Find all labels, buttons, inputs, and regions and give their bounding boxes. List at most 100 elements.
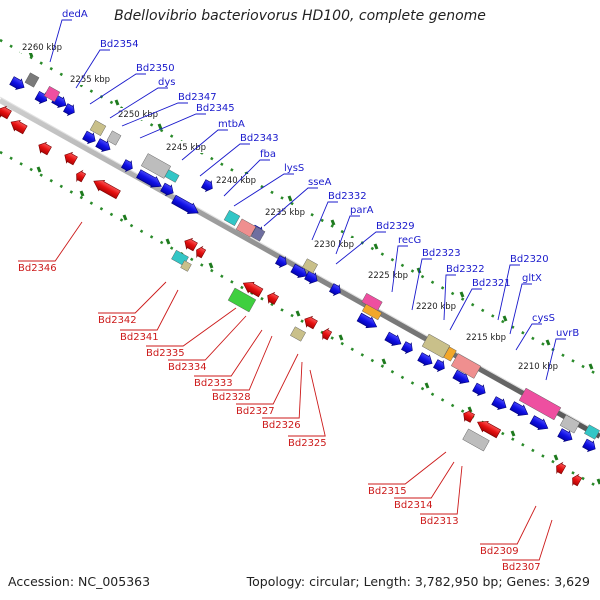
forward-gene-arrow: [557, 428, 573, 443]
forward-gene-arrow: [384, 331, 402, 347]
genome-backbone-highlight: [0, 96, 600, 434]
forward-gene-arrow: [356, 312, 378, 329]
scale-tick: [502, 315, 508, 322]
scale-label: 2240 kbp: [216, 176, 256, 186]
reverse-gene-label: Bd2326: [262, 420, 301, 431]
label-leader-line: [168, 315, 247, 361]
label-leader-line: [311, 201, 338, 241]
scale-tick: [165, 238, 171, 245]
scale-label: 2220 kbp: [416, 302, 456, 312]
domain-box: [227, 287, 257, 313]
label-leader-line: [368, 451, 447, 485]
domain-box: [180, 260, 192, 272]
label-leader-line: [391, 245, 408, 293]
forward-gene-arrow: [95, 138, 111, 153]
forward-gene-label: parA: [350, 205, 374, 216]
forward-gene-label: dys: [158, 77, 175, 88]
label-leader-line: [288, 369, 326, 437]
label-leader-line: [502, 519, 553, 561]
label-leader-line: [443, 274, 456, 321]
label-leader-line: [212, 335, 273, 391]
forward-gene-arrow: [290, 263, 308, 279]
reverse-gene-label: Bd2315: [368, 486, 407, 497]
scale-label: 2230 kbp: [314, 240, 354, 250]
reverse-gene-label: Bd2328: [212, 392, 251, 403]
label-leader-line: [509, 283, 532, 335]
scale-label: 2215 kbp: [466, 333, 506, 343]
label-leader-line: [236, 353, 299, 405]
scale-tick: [381, 358, 387, 365]
accession-text: Accession: NC_005363: [8, 574, 151, 589]
label-leader-line: [199, 143, 250, 177]
forward-gene-arrow: [82, 130, 96, 145]
domain-box: [250, 226, 266, 242]
scale-label: 2260 kbp: [22, 43, 62, 53]
forward-gene-label: dedA: [62, 9, 88, 20]
forward-gene-arrow: [63, 103, 75, 117]
scale-tick: [79, 190, 85, 197]
forward-gene-label: mtbA: [218, 119, 245, 130]
scale-label: 2250 kbp: [118, 110, 158, 120]
domain-box: [106, 130, 122, 146]
genome-title: Bdellovibrio bacteriovorus HD100, comple…: [114, 8, 486, 24]
label-leader-line: [515, 323, 542, 351]
reverse-gene-arrow: [477, 420, 502, 439]
forward-gene-label: uvrB: [556, 328, 579, 339]
label-leader-line: [262, 361, 303, 419]
domain-features: [24, 72, 600, 452]
reverse-gene-arrow: [10, 119, 28, 135]
reverse-gene-label: Bd2341: [120, 332, 159, 343]
forward-gene-label: Bd2320: [510, 254, 549, 265]
scale-label: 2225 kbp: [368, 271, 408, 281]
forward-gene-arrow: [491, 396, 507, 411]
scale-tick: [114, 99, 120, 106]
forward-gene-arrow: [452, 369, 470, 385]
reverse-gene-arrow: [93, 179, 121, 200]
scale-tick: [459, 291, 465, 298]
forward-gene-label: sseA: [308, 177, 332, 188]
reverse-gene-label: Bd2327: [236, 406, 275, 417]
domain-box: [302, 258, 318, 274]
forward-gene-arrow: [433, 359, 445, 373]
reverse-gene-label: Bd2333: [194, 378, 233, 389]
scale-label: 2255 kbp: [70, 75, 110, 85]
forward-gene-arrow: [121, 159, 133, 173]
forward-gene-arrow: [529, 415, 549, 431]
scale-tick: [157, 123, 163, 130]
forward-gene-arrow: [329, 283, 341, 297]
label-leader-line: [98, 281, 167, 314]
forward-gene-label: Bd2332: [328, 191, 367, 202]
forward-gene-arrow: [304, 270, 318, 285]
reverse-gene-arrow: [38, 141, 52, 156]
label-leader-line: [89, 73, 146, 105]
forward-gene-arrow: [582, 438, 596, 453]
forward-gene-label: Bd2323: [422, 248, 461, 259]
label-leader-line: [420, 465, 463, 515]
forward-gene-labels: dedABd2354Bd2350dysBd2347Bd2345mtbABd234…: [49, 9, 579, 381]
forward-gene-arrow: [509, 401, 529, 417]
forward-gene-label: cysS: [532, 313, 555, 324]
domain-box: [518, 387, 562, 421]
label-leader-line: [139, 113, 206, 139]
domain-box: [43, 85, 61, 103]
forward-gene-label: Bd2345: [196, 103, 235, 114]
label-leader-line: [121, 102, 188, 127]
label-leader-line: [545, 338, 566, 381]
scale-tick: [295, 310, 301, 317]
reverse-gene-labels: Bd2346Bd2342Bd2341Bd2335Bd2334Bd2333Bd23…: [18, 221, 553, 573]
reverse-gene-arrow: [64, 151, 78, 166]
forward-gene-arrow: [34, 90, 48, 105]
reverse-gene-label: Bd2342: [98, 315, 137, 326]
label-leader-line: [18, 221, 83, 262]
scale-tick: [553, 454, 559, 461]
forward-gene-label: fba: [260, 149, 276, 160]
scale-label: 2210 kbp: [518, 362, 558, 372]
scale-tick: [287, 195, 293, 202]
reverse-gene-arrow: [196, 245, 207, 259]
scale-label: 2245 kbp: [166, 143, 206, 153]
domain-box: [559, 414, 581, 434]
reverse-gene-arrow: [463, 409, 475, 423]
reverse-gene-label: Bd2325: [288, 438, 327, 449]
